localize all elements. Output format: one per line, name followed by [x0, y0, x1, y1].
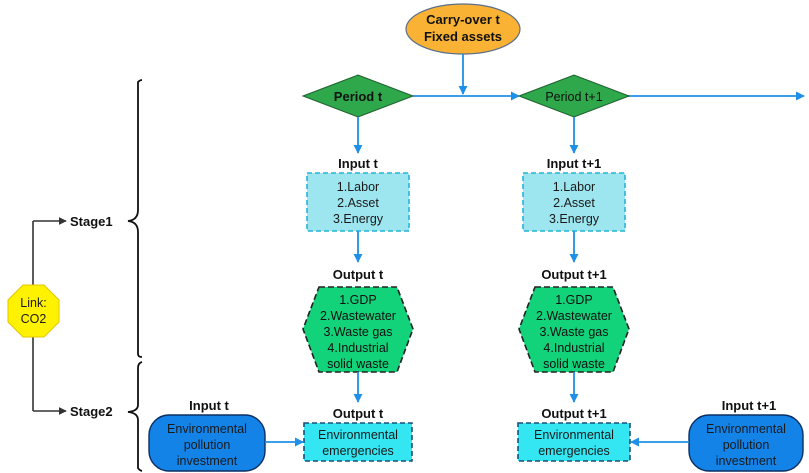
output2-t-line1: Environmental — [318, 428, 398, 442]
input-t1-box: 1.Labor 2.Asset 3.Energy — [522, 172, 626, 232]
output-t-hexagon: 1.GDP 2.Wastewater 3.Waste gas 4.Industr… — [302, 286, 414, 373]
input2-t-title: Input t — [189, 398, 229, 413]
output-t1-title: Output t+1 — [541, 267, 606, 282]
input2-t-line2: pollution — [184, 438, 231, 452]
period-t-label: Period t — [334, 89, 383, 104]
output-t-title: Output t — [333, 267, 384, 282]
stage2-label: Stage2 — [70, 404, 113, 419]
output-t1-hexagon: 1.GDP 2.Wastewater 3.Waste gas 4.Industr… — [518, 286, 630, 373]
input2-t1-pill: Environmental pollution investment — [688, 414, 804, 472]
period-t1-label: Period t+1 — [545, 90, 602, 104]
output-t1-item-5: solid waste — [543, 357, 605, 371]
output2-t1-line1: Environmental — [534, 428, 614, 442]
output-t-item-4: 4.Industrial — [327, 341, 388, 355]
carryover-line1: Carry-over t — [426, 12, 500, 27]
output2-t-title: Output t — [333, 406, 384, 421]
input-t1-title: Input t+1 — [547, 156, 602, 171]
input2-t-pill: Environmental pollution investment — [148, 414, 266, 472]
output-t-item-5: solid waste — [327, 357, 389, 371]
output2-t1-box: Environmental emergencies — [517, 422, 631, 462]
input-t1-item-2: 2.Asset — [553, 196, 595, 210]
input-t-item-2: 2.Asset — [337, 196, 379, 210]
input-t1-item-1: 1.Labor — [553, 180, 595, 194]
output-t-item-1: 1.GDP — [339, 293, 377, 307]
output-t1-item-4: 4.Industrial — [543, 341, 604, 355]
output2-t-line2: emergencies — [322, 444, 394, 458]
input2-t1-line3: investment — [716, 454, 777, 468]
output-t1-item-2: 2.Wastewater — [536, 309, 612, 323]
stage1-brace — [127, 79, 143, 358]
output2-t-box: Environmental emergencies — [303, 422, 413, 462]
period-t-diamond: Period t — [301, 74, 415, 118]
input-t-item-3: 3.Energy — [333, 212, 384, 226]
input2-t-line3: investment — [177, 454, 238, 468]
output-t1-item-1: 1.GDP — [555, 293, 593, 307]
output-t1-item-3: 3.Waste gas — [539, 325, 608, 339]
link-co2-octagon: Link: CO2 — [7, 284, 60, 338]
input2-t1-line1: Environmental — [706, 422, 786, 436]
output-t-item-2: 2.Wastewater — [320, 309, 396, 323]
stage1-label: Stage1 — [70, 214, 113, 229]
carryover-node: Carry-over t Fixed assets — [405, 3, 521, 55]
input2-t-line1: Environmental — [167, 422, 247, 436]
output-t-item-3: 3.Waste gas — [323, 325, 392, 339]
input2-t1-line2: pollution — [723, 438, 770, 452]
input-t-item-1: 1.Labor — [337, 180, 379, 194]
link-line1: Link: — [20, 296, 46, 310]
output2-t1-title: Output t+1 — [541, 406, 606, 421]
period-t1-diamond: Period t+1 — [517, 74, 631, 118]
input-t1-item-3: 3.Energy — [549, 212, 600, 226]
link-line2: CO2 — [21, 312, 47, 326]
input2-t1-title: Input t+1 — [722, 398, 777, 413]
output2-t1-line2: emergencies — [538, 444, 610, 458]
input-t-title: Input t — [338, 156, 378, 171]
input-t-box: 1.Labor 2.Asset 3.Energy — [306, 172, 410, 232]
stage2-brace — [127, 361, 143, 472]
carryover-line2: Fixed assets — [424, 29, 502, 44]
